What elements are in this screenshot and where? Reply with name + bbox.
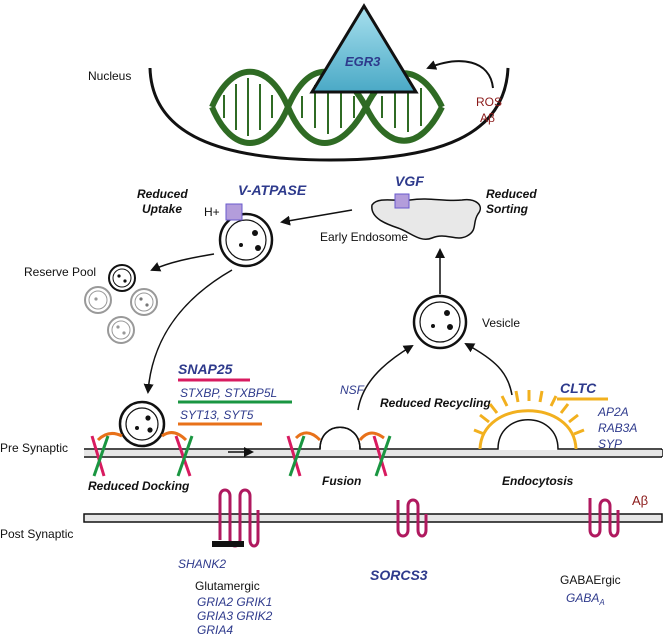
stxbp-label: STXBP, STXBP5L <box>180 386 277 400</box>
glutamergic-receptor <box>212 488 260 548</box>
pre-synaptic-membrane <box>84 419 663 458</box>
reduced-sorting-label-2: Sorting <box>486 202 529 216</box>
vgf-marker <box>394 193 410 209</box>
gria4-label: GRIA4 <box>197 623 233 637</box>
ros-arrow <box>426 60 494 89</box>
docking-complex <box>90 400 194 477</box>
fusion-complex <box>286 431 392 477</box>
endosome-group: VGF Early Endosome Reduced Sorting <box>320 173 537 244</box>
to-reserve-pool-arrow <box>150 253 215 272</box>
ros-label: ROS <box>476 95 502 109</box>
gabaergic-receptor <box>588 498 620 538</box>
v-atpase-label: V-ATPASE <box>238 182 307 198</box>
reduced-uptake-label-1: Reduced <box>137 187 188 201</box>
gria2-grik1-label: GRIA2 GRIK1 <box>197 595 272 609</box>
nuclear-envelope <box>148 67 510 162</box>
uptake-vesicle <box>218 212 274 268</box>
syp-label: SYP <box>598 437 622 451</box>
glutamergic-label: Glutamergic <box>195 579 260 593</box>
gaba-subscript: A <box>598 598 604 607</box>
fusion-to-vesicle-arrow <box>357 344 414 411</box>
sorcs3-receptor <box>396 498 428 538</box>
uptake-group: H+ V-ATPASE Reduced Uptake <box>137 182 307 268</box>
gaba-label: GABAA <box>566 591 605 607</box>
nucleus-label: Nucleus <box>88 69 131 83</box>
fusion-label: Fusion <box>322 474 361 488</box>
sorcs3-label: SORCS3 <box>370 567 428 583</box>
gabaergic-label: GABAErgic <box>560 573 621 587</box>
reserve-pool-label: Reserve Pool <box>24 265 96 279</box>
syt-label: SYT13, SYT5 <box>180 408 254 422</box>
gria3-grik2-label: GRIA3 GRIK2 <box>197 609 273 623</box>
post-synaptic-label: Post Synaptic <box>0 527 73 541</box>
vesicle-label: Vesicle <box>482 316 520 330</box>
early-endosome-shape <box>371 198 482 240</box>
recycling-vesicle-group: Vesicle <box>412 294 520 350</box>
ap2a-label: AP2A <box>597 405 629 419</box>
endocytosis-to-vesicle-arrow <box>464 343 513 396</box>
endosome-to-uptake-arrow <box>280 209 353 226</box>
post-synaptic-membrane <box>83 513 663 523</box>
nucleus-group: Nucleus EGR3 ROS Aβ <box>88 3 510 162</box>
rab3a-label: RAB3A <box>598 421 637 435</box>
nsf-label: NSF <box>340 383 365 397</box>
h-plus-label: H+ <box>204 205 220 219</box>
reduced-sorting-label-1: Reduced <box>486 187 537 201</box>
shank2-label: SHANK2 <box>178 557 226 571</box>
snap25-label: SNAP25 <box>178 361 233 377</box>
pre-synaptic-label: Pre Synaptic <box>0 441 68 455</box>
early-endosome-label: Early Endosome <box>320 230 408 244</box>
reduced-uptake-label-2: Uptake <box>142 202 182 216</box>
to-docking-arrow <box>143 269 233 394</box>
cltc-label: CLTC <box>560 380 597 396</box>
egr3-triangle <box>309 3 419 94</box>
reserve-pool-group: Reserve Pool <box>24 264 158 344</box>
reduced-recycling-label: Reduced Recycling <box>380 396 491 410</box>
egr3-label: EGR3 <box>345 54 381 69</box>
shank2-scaffold <box>212 541 244 547</box>
snare-labels: SNAP25 STXBP, STXBP5L SYT13, SYT5 <box>178 361 292 426</box>
abeta-top-label: Aβ <box>480 111 495 125</box>
abeta-right-label: Aβ <box>632 493 648 508</box>
endocytosis-label: Endocytosis <box>502 474 574 488</box>
reduced-docking-label: Reduced Docking <box>88 479 190 493</box>
gaba-text: GABA <box>566 591 599 605</box>
recycling-vesicle <box>412 294 468 350</box>
v-atpase-pump <box>225 203 243 221</box>
clathrin-coat <box>473 390 585 450</box>
vgf-label: VGF <box>395 173 424 189</box>
